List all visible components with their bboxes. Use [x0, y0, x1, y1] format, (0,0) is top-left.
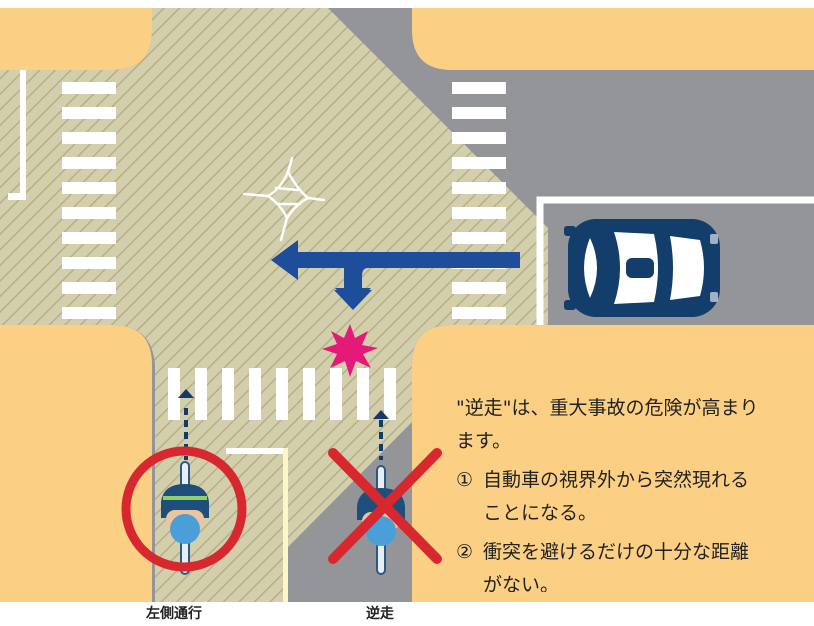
item-number: ② [456, 541, 474, 563]
sidewalk-right-block [412, 325, 814, 602]
note-heading-cont: ます。 [456, 430, 512, 452]
collision-star-icon [322, 324, 378, 377]
direction-arrow-main [271, 240, 520, 280]
hatched-zone [0, 8, 548, 602]
item-text-line2: がない。 [483, 574, 560, 592]
crosswalk-bottom [168, 368, 396, 420]
parking-lane-line [536, 196, 814, 325]
car-icon [564, 219, 720, 317]
sidewalk-left-block [0, 325, 152, 602]
note-item: ① 自動車の視界外から突然現れる ことになる。 [456, 464, 814, 530]
item-number: ① [456, 469, 474, 491]
explanation-text: "逆走"は、重大事故の危険が高まり ます。 ① 自動車の視界外から突然現れる こ… [456, 392, 814, 592]
bike-lane-line-top [226, 448, 286, 454]
bike-lane-line-side [283, 448, 288, 602]
crosswalk-left [62, 82, 116, 319]
diamond-mark-icon [242, 156, 326, 242]
sidewalk-top-right [412, 8, 814, 70]
label-left-side-traffic: 左側通行 [146, 606, 202, 622]
direction-arrow-turn [334, 252, 380, 310]
note-heading: "逆走"は、重大事故の危険が高まり [456, 397, 759, 419]
cross-ng-icon [328, 448, 442, 564]
dotted-arrow-left [178, 389, 194, 460]
item-text-line2: ことになる。 [483, 502, 598, 524]
label-wrong-way: 逆走 [366, 606, 394, 622]
stop-line-left [8, 193, 26, 200]
cyclist-icon-left [161, 461, 209, 575]
edge-line-left [20, 70, 26, 200]
dotted-arrow-right [373, 410, 389, 460]
item-text-line1: 衝突を避けるだけの十分な距離 [483, 541, 750, 563]
note-item: ② 衝突を避けるだけの十分な距離 がない。 [456, 536, 814, 592]
circle-ok-icon [121, 446, 247, 572]
crosswalk-right [452, 82, 506, 319]
sidewalk-top-left [0, 8, 152, 70]
item-text-line1: 自動車の視界外から突然現れる [483, 469, 750, 491]
